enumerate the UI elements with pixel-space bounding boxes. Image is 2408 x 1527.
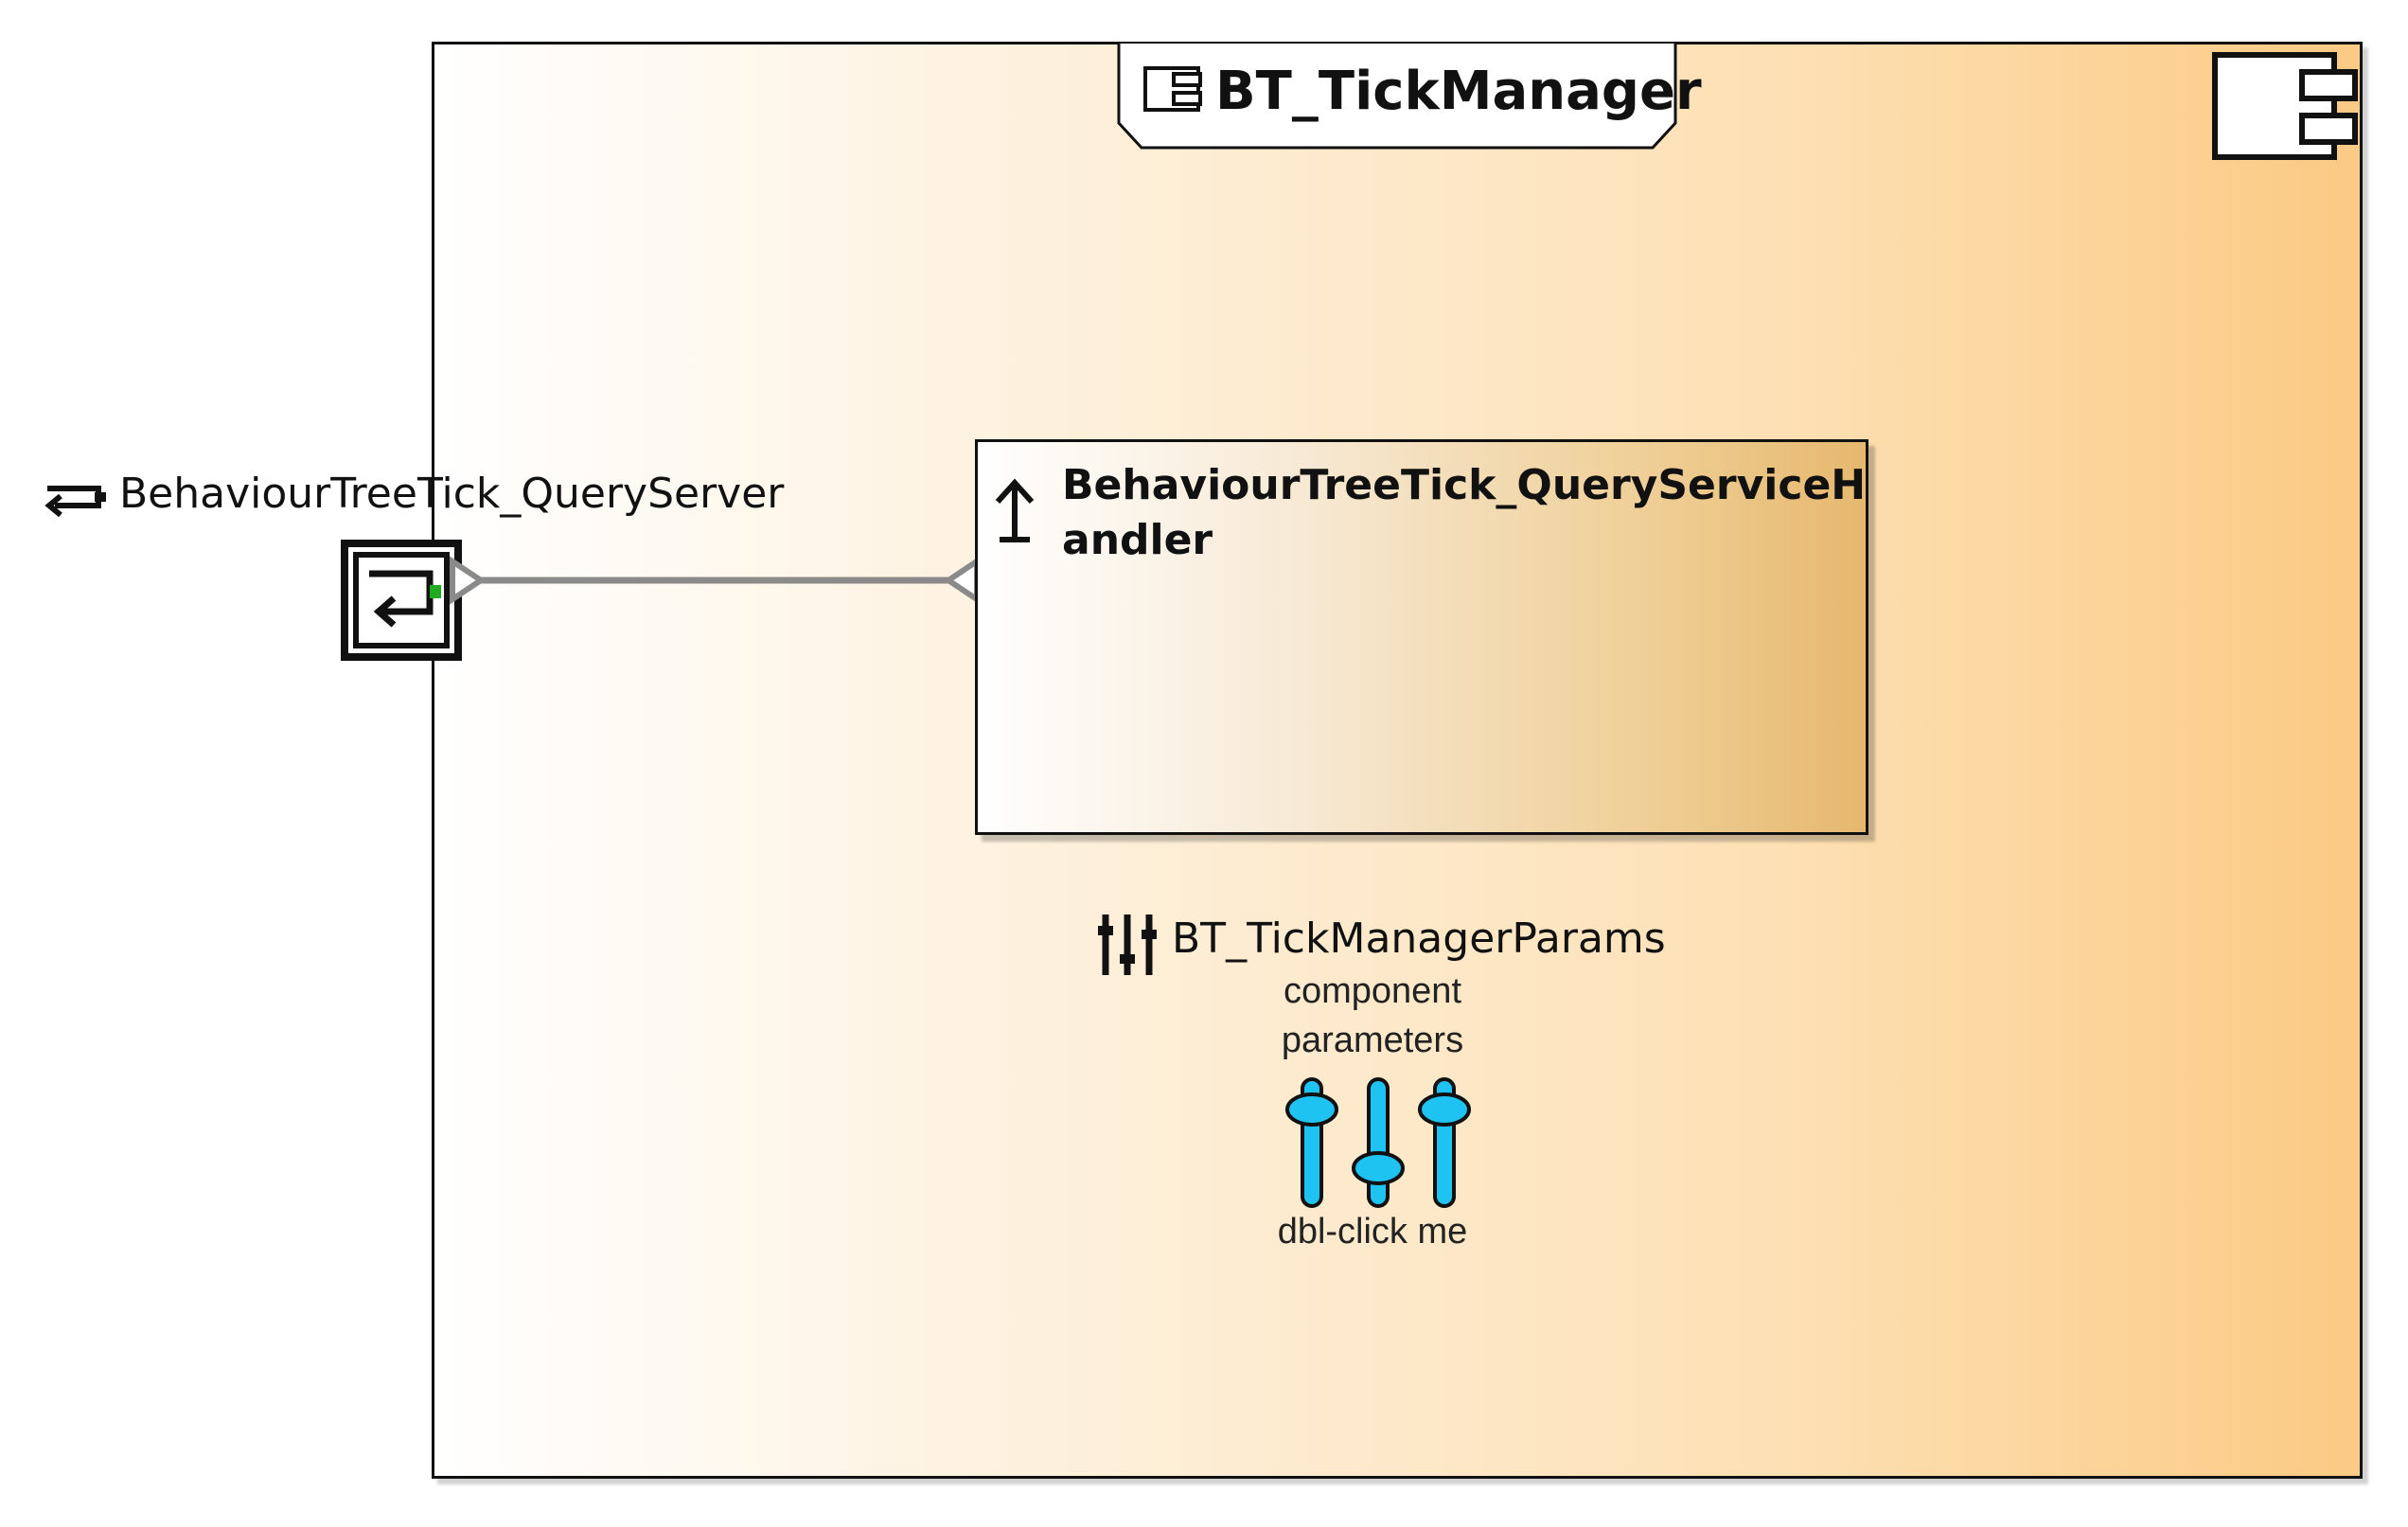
component-title-tab[interactable] bbox=[1117, 42, 1677, 151]
component-icon bbox=[2212, 52, 2358, 160]
connector-line[interactable] bbox=[445, 549, 984, 612]
service-handler-box[interactable] bbox=[975, 439, 1868, 835]
component-icon bbox=[1143, 66, 1202, 112]
service-handler-title: BehaviourTreeTick_QueryServiceHandler bbox=[1062, 461, 1867, 564]
params-action-hint: dbl-click me bbox=[1277, 1212, 1468, 1252]
port-label: BehaviourTreeTick_QueryServer bbox=[119, 470, 785, 518]
params-caption-line1: component bbox=[1283, 971, 1461, 1011]
sliders-icon bbox=[1098, 914, 1157, 975]
query-server-port-icon bbox=[369, 570, 441, 628]
component-title: BT_TickManager bbox=[1215, 61, 1702, 122]
params-label: BT_TickManagerParams bbox=[1172, 914, 1666, 963]
query-server-port-icon bbox=[44, 486, 106, 518]
upward-arrow-icon bbox=[995, 478, 1035, 542]
params-caption-line2: parameters bbox=[1281, 1021, 1464, 1060]
component-parameters-sliders[interactable] bbox=[1268, 1070, 1486, 1212]
query-server-port[interactable] bbox=[341, 540, 462, 661]
